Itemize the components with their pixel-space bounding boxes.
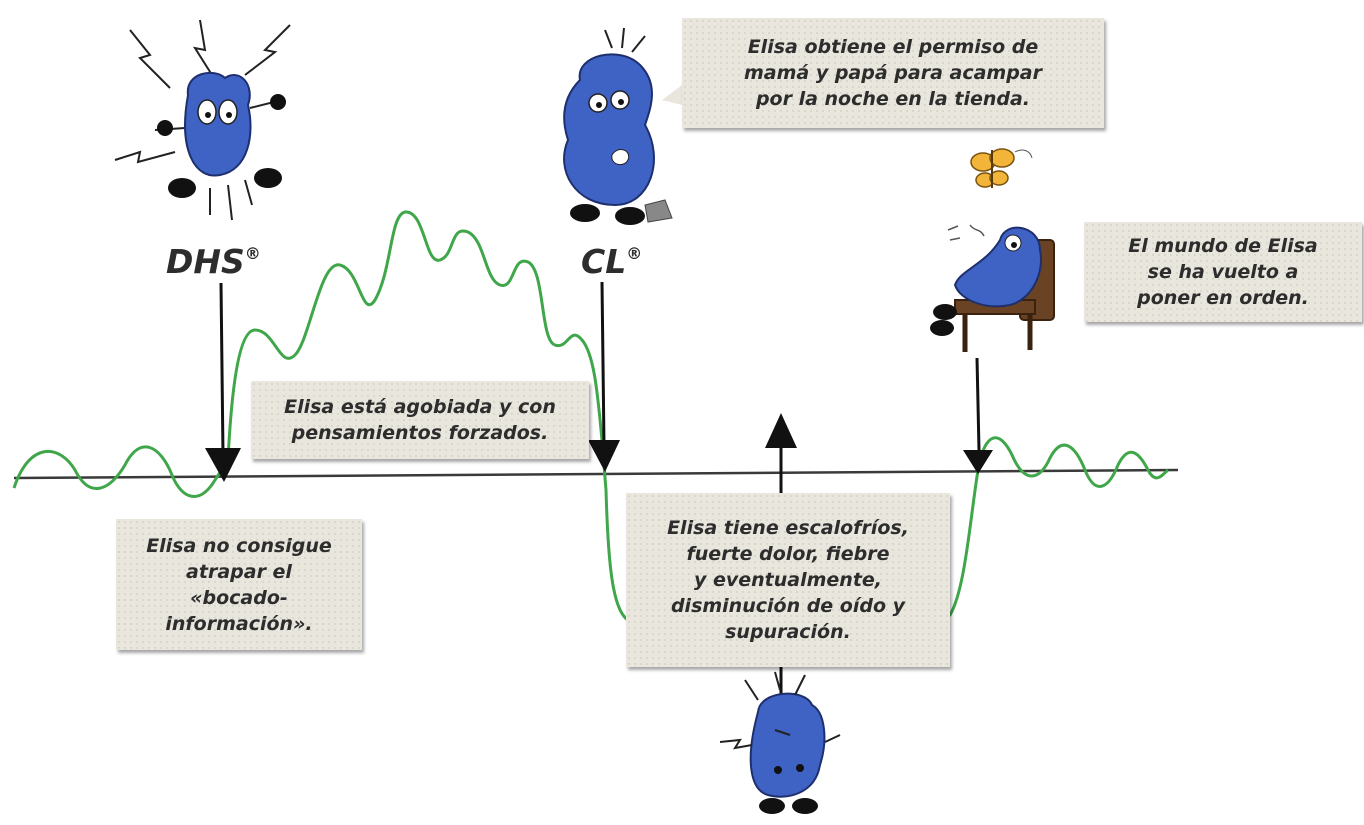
cl-label-text: CL [581,242,627,281]
caption-world: El mundo de Elisa se ha vuelto a poner e… [1084,222,1362,322]
caption-symptoms: Elisa tiene escalofríos, fuerte dolor, f… [626,493,950,667]
dhs-registered-mark: ® [244,244,261,263]
caption-bite: Elisa no consigue atrapar el «bocado- in… [116,519,362,650]
character-jolted-icon [114,19,291,221]
character-thinking-icon [563,27,673,225]
caption-world-text: El mundo de Elisa se ha vuelto a poner e… [1128,235,1318,309]
up-arrow [765,413,797,493]
character-relaxing-icon [930,224,1055,352]
butterfly-icon [970,148,1033,188]
cl-registered-mark: ® [626,244,643,263]
recovery-arrow [963,357,993,474]
caption-permission: Elisa obtiene el permiso de mamá y papá … [682,18,1104,128]
baseline [13,468,1179,480]
caption-overwhelmed: Elisa está agobiada y con pensamientos f… [251,381,589,459]
caption-overwhelmed-text: Elisa está agobiada y con pensamientos f… [284,396,556,444]
speech-tail [662,85,682,105]
caption-permission-text: Elisa obtiene el permiso de mamá y papá … [743,36,1043,110]
dhs-label: DHS® [166,242,261,281]
caption-symptoms-text: Elisa tiene escalofríos, fuerte dolor, f… [667,517,909,643]
caption-bite-text: Elisa no consigue atrapar el «bocado- in… [146,534,332,635]
cl-arrow [588,281,620,472]
dhs-arrow [205,282,241,482]
dhs-label-text: DHS [166,242,245,281]
cl-label: CL® [581,242,642,281]
character-sick-icon [719,671,841,814]
